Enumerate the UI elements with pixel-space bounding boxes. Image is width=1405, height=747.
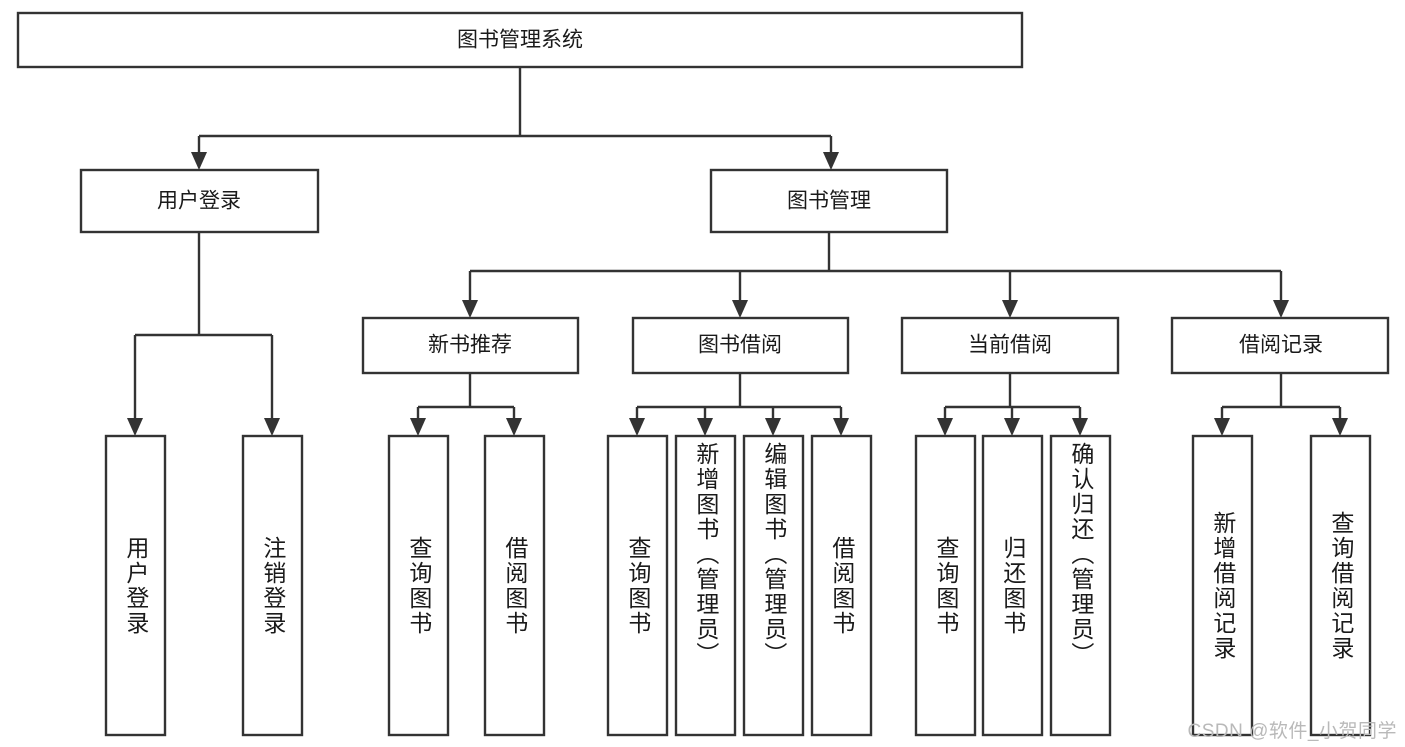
- arrow-head-icon: [506, 418, 522, 436]
- arrow-head-icon: [191, 152, 207, 170]
- arrow-head-icon: [462, 300, 478, 318]
- watermark-text: CSDN @软件_小贺同学: [1187, 721, 1397, 742]
- leaf-box-currentborrow-return[interactable]: [981, 434, 1044, 737]
- node-label-new-book-recommend: 新书推荐: [428, 334, 512, 357]
- arrow-head-icon: [410, 418, 426, 436]
- node-book-manage[interactable]: 图书管理: [709, 168, 949, 234]
- node-box-book-manage: [709, 168, 949, 234]
- connector-group-book-manage: [462, 232, 1289, 318]
- arrow-head-icon: [937, 418, 953, 436]
- arrow-head-icon: [765, 418, 781, 436]
- arrow-head-icon: [697, 418, 713, 436]
- node-box-current-borrow: [900, 316, 1120, 375]
- node-root-system[interactable]: 图书管理系统: [16, 11, 1024, 69]
- arrow-head-icon: [264, 418, 280, 436]
- leaf-box-bookborrow-add[interactable]: [674, 434, 737, 737]
- node-label-root: 图书管理系统: [457, 29, 583, 52]
- connector-group-user-login: [127, 232, 280, 436]
- arrow-head-icon: [127, 418, 143, 436]
- connector-group-root: [191, 67, 839, 170]
- arrow-head-icon: [1273, 300, 1289, 318]
- node-box-new-book-recommend: [361, 316, 580, 375]
- leaf-box-borrowrecord-add[interactable]: [1191, 434, 1254, 737]
- leaf-box-borrowrecord-query[interactable]: [1309, 434, 1372, 737]
- node-label-user-login: 用户登录: [157, 190, 241, 213]
- leaf-box-bookborrow-query[interactable]: [606, 434, 669, 737]
- node-current-borrow[interactable]: 当前借阅: [900, 316, 1120, 375]
- node-box-root: [16, 11, 1024, 69]
- arrow-head-icon: [833, 418, 849, 436]
- arrow-head-icon: [1004, 418, 1020, 436]
- node-box-user-login: [79, 168, 320, 234]
- arrow-head-icon: [1214, 418, 1230, 436]
- node-borrow-record[interactable]: 借阅记录: [1170, 316, 1390, 375]
- connector-group-borrow-record: [1214, 373, 1348, 436]
- node-box-borrow-record: [1170, 316, 1390, 375]
- connector-group-new-book: [410, 373, 522, 436]
- node-label-current-borrow: 当前借阅: [968, 334, 1052, 357]
- leaf-box-newbook-query[interactable]: [387, 434, 450, 737]
- leaf-box-user-login-login[interactable]: [104, 434, 167, 737]
- leaf-box-user-login-logout[interactable]: [241, 434, 304, 737]
- arrow-head-icon: [1332, 418, 1348, 436]
- leaf-box-bookborrow-borrow[interactable]: [810, 434, 873, 737]
- node-new-book-recommend[interactable]: 新书推荐: [361, 316, 580, 375]
- node-user-login[interactable]: 用户登录: [79, 168, 320, 234]
- leaf-box-newbook-borrow[interactable]: [483, 434, 546, 737]
- connector-group-current-borrow: [937, 373, 1088, 436]
- arrow-head-icon: [732, 300, 748, 318]
- leaf-box-currentborrow-query[interactable]: [914, 434, 977, 737]
- arrow-head-icon: [629, 418, 645, 436]
- connector-group-book-borrow: [629, 373, 849, 436]
- node-box-book-borrow: [631, 316, 850, 375]
- leaf-box-currentborrow-confirm[interactable]: [1049, 434, 1112, 737]
- node-label-book-borrow: 图书借阅: [698, 334, 782, 357]
- node-label-book-manage: 图书管理: [787, 190, 871, 213]
- arrow-head-icon: [823, 152, 839, 170]
- arrow-head-icon: [1002, 300, 1018, 318]
- leaf-box-bookborrow-edit[interactable]: [742, 434, 805, 737]
- node-label-borrow-record: 借阅记录: [1239, 334, 1323, 357]
- node-book-borrow[interactable]: 图书借阅: [631, 316, 850, 375]
- arrow-head-icon: [1072, 418, 1088, 436]
